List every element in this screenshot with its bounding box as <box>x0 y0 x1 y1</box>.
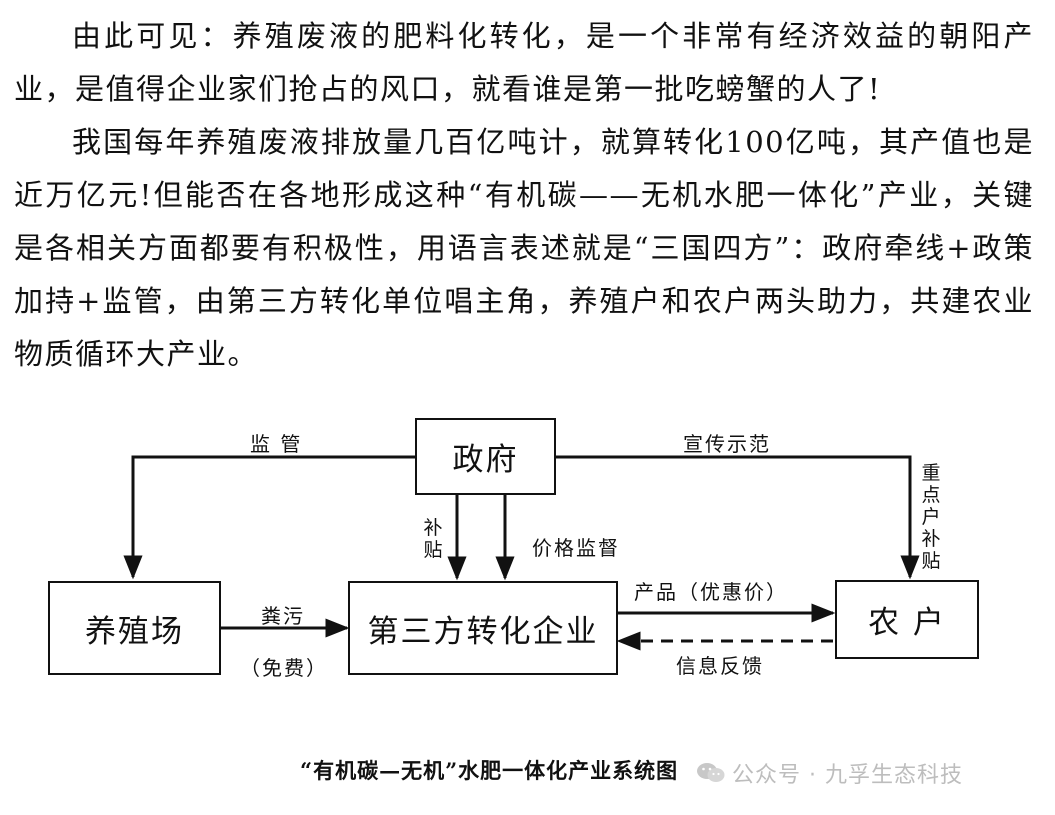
supervise-arrow <box>123 455 415 580</box>
label-promote: 宣传示范 <box>683 432 771 456</box>
watermark: 公众号 · 九孚生态科技 <box>696 757 963 789</box>
wechat-icon <box>697 763 725 782</box>
paragraph-1: 由此可见：养殖废液的肥料化转化，是一个非常有经济效益的朝阳产业，是值得企业家们抢… <box>14 19 1034 106</box>
node-government: 政府 <box>415 418 556 495</box>
label-supervise: 监 管 <box>250 432 303 456</box>
node-farmer: 农 户 <box>835 580 979 659</box>
node-farm: 养殖场 <box>48 581 221 675</box>
article-body: 由此可见：养殖废液的肥料化转化，是一个非常有经济效益的朝阳产业，是值得企业家们抢… <box>14 10 1034 381</box>
label-product: 产品（优惠价） <box>634 580 788 604</box>
label-feedback: 信息反馈 <box>676 654 764 678</box>
label-free: （免费） <box>240 656 328 680</box>
diagram-arrows <box>123 455 920 651</box>
label-key-subsidy: 重点户补贴 <box>921 462 941 572</box>
label-manure: 粪污 <box>261 604 305 628</box>
promote-arrow <box>555 455 920 580</box>
label-subsidy: 补贴 <box>423 517 443 561</box>
label-price: 价格监督 <box>532 536 620 560</box>
watermark-text: 公众号 · 九孚生态科技 <box>732 763 963 788</box>
diagram-caption: “有机碳—无机”水肥一体化产业系统图 <box>300 758 679 783</box>
node-enterprise: 第三方转化企业 <box>348 581 618 675</box>
industry-system-diagram: 政府 养殖场 第三方转化企业 农 户 监 管 宣传示范 补贴 价格监督 重点户补… <box>0 400 1055 700</box>
paragraph-2: 我国每年养殖废液排放量几百亿吨计，就算转化100亿吨，其产值也是近万亿元!但能否… <box>14 125 1034 371</box>
